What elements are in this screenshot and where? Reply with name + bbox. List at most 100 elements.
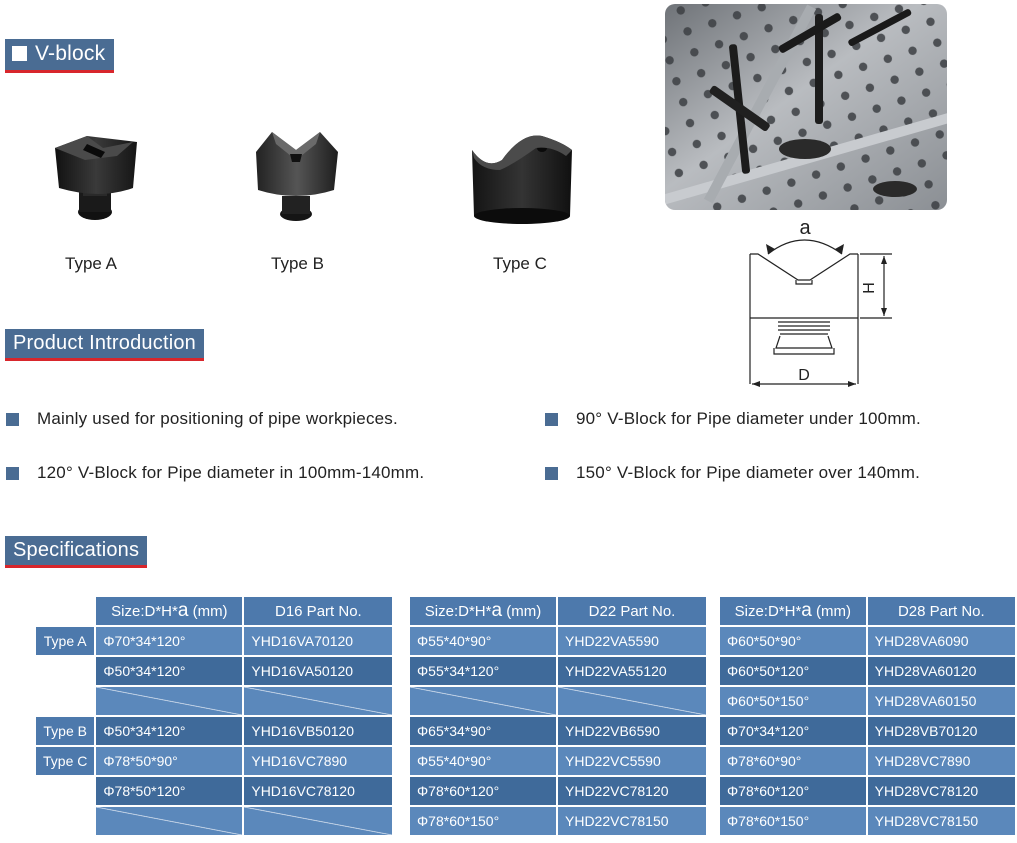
- part-no-cell: YHD28VC7890: [867, 747, 1015, 775]
- table-row: Φ65*34*90° YHD22VB6590: [410, 717, 706, 745]
- table-row: Φ78*60*90° YHD28VC7890: [720, 747, 1015, 775]
- part-no-cell: YHD28VC78150: [867, 807, 1015, 835]
- size-column-header: Size:D*H*a (mm): [96, 597, 243, 625]
- spec-table-d22: Size:D*H*a (mm) D22 Part No. Φ55*40*90° …: [408, 595, 708, 837]
- part-no-cell: YHD28VA60150: [867, 687, 1015, 715]
- table-row: Φ78*50*120° YHD16VC78120: [36, 777, 393, 805]
- vblock-dimension-diagram: a H D: [749, 217, 892, 387]
- row-label-blank: [36, 657, 94, 685]
- part-no-cell: YHD22VA55120: [558, 657, 706, 685]
- size-cell: Φ78*50*90°: [96, 747, 243, 775]
- table-row: Φ60*50*150° YHD28VA60150: [720, 687, 1015, 715]
- empty-cell: [244, 687, 393, 715]
- table-row: Φ70*34*120° YHD28VB70120: [720, 717, 1015, 745]
- size-cell: Φ60*50*120°: [720, 657, 866, 685]
- table-row: Φ78*60*150° YHD28VC78150: [720, 807, 1015, 835]
- intro-point-3: 120° V-Block for Pipe diameter in 100mm-…: [6, 463, 424, 483]
- empty-cell: [558, 687, 706, 715]
- size-cell: Φ78*60*150°: [720, 807, 866, 835]
- empty-cell: [410, 687, 556, 715]
- part-no-cell: YHD16VC7890: [244, 747, 393, 775]
- row-label-blank: [36, 777, 94, 805]
- size-cell: Φ50*34*120°: [96, 717, 243, 745]
- size-cell: Φ55*34*120°: [410, 657, 556, 685]
- intro-point-4: 150° V-Block for Pipe diameter over 140m…: [545, 463, 920, 483]
- bullet-square-icon: [6, 412, 19, 426]
- size-cell: Φ78*60*120°: [410, 777, 556, 805]
- vblock-type-a-image: [55, 136, 137, 220]
- size-column-header: Size:D*H*a (mm): [720, 597, 866, 625]
- size-column-header: Size:D*H*a (mm): [410, 597, 556, 625]
- vblock-type-b-image: [256, 132, 338, 221]
- size-cell: Φ78*60*120°: [720, 777, 866, 805]
- part-no-cell: YHD22VC78120: [558, 777, 706, 805]
- table-row: Φ78*60*120° YHD28VC78120: [720, 777, 1015, 805]
- table-header-row: Size:D*H*a (mm) D16 Part No.: [36, 597, 393, 625]
- spec-table-d16: Size:D*H*a (mm) D16 Part No. Type A Φ70*…: [34, 595, 394, 837]
- size-cell: Φ78*50*120°: [96, 777, 243, 805]
- part-no-cell: YHD16VA70120: [244, 627, 393, 655]
- size-cell: Φ55*40*90°: [410, 627, 556, 655]
- diameter-label: D: [798, 367, 810, 384]
- part-no-cell: YHD22VC5590: [558, 747, 706, 775]
- part-no-cell: YHD16VB50120: [244, 717, 393, 745]
- table-row: Φ55*34*120° YHD22VA55120: [410, 657, 706, 685]
- part-no-cell: YHD16VC78120: [244, 777, 393, 805]
- table-row: Φ55*40*90° YHD22VA5590: [410, 627, 706, 655]
- bullet-square-icon: [6, 466, 19, 480]
- size-cell: Φ60*50*150°: [720, 687, 866, 715]
- row-label-type-b: Type B: [36, 717, 95, 745]
- row-label-blank: [36, 807, 94, 835]
- part-no-cell: YHD22VC78150: [558, 807, 706, 835]
- size-cell: Φ78*60*90°: [720, 747, 866, 775]
- square-icon: [12, 46, 27, 61]
- fixture-table-photo: [665, 4, 947, 210]
- intro-point-2: 90° V-Block for Pipe diameter under 100m…: [545, 409, 921, 429]
- section-title-product-introduction: Product Introduction: [5, 329, 204, 361]
- part-column-header: D16 Part No.: [244, 597, 393, 625]
- table-row: Φ60*50*90° YHD28VA6090: [720, 627, 1015, 655]
- size-cell: Φ50*34*120°: [96, 657, 243, 685]
- table-row: Φ55*40*90° YHD22VC5590: [410, 747, 706, 775]
- table-row: [36, 807, 393, 835]
- bullet-square-icon: [545, 466, 558, 480]
- section-title-specifications: Specifications: [5, 536, 148, 568]
- angle-label: a: [799, 217, 811, 239]
- size-cell: Φ78*60*150°: [410, 807, 556, 835]
- part-no-cell: YHD28VA6090: [867, 627, 1015, 655]
- part-column-header: D28 Part No.: [867, 597, 1015, 625]
- size-cell: Φ70*34*120°: [96, 627, 243, 655]
- type-b-caption: Type B: [271, 254, 324, 273]
- part-no-cell: YHD22VA5590: [558, 627, 706, 655]
- type-a-caption: Type A: [65, 254, 117, 273]
- size-cell: Φ60*50*90°: [720, 627, 866, 655]
- vblock-type-c-image: [472, 135, 572, 224]
- part-no-cell: YHD22VB6590: [558, 717, 706, 745]
- table-row: Type C Φ78*50*90° YHD16VC7890: [36, 747, 393, 775]
- part-no-cell: YHD28VB70120: [867, 717, 1015, 745]
- table-row: Φ50*34*120° YHD16VA50120: [36, 657, 393, 685]
- table-row: Φ78*60*120° YHD22VC78120: [410, 777, 706, 805]
- row-label-type-a: Type A: [36, 627, 95, 655]
- size-cell: Φ55*40*90°: [410, 747, 556, 775]
- table-header-row: Size:D*H*a (mm) D22 Part No.: [410, 597, 706, 625]
- empty-cell: [244, 807, 393, 835]
- table-row: Type B Φ50*34*120° YHD16VB50120: [36, 717, 393, 745]
- spec-table-d28: Size:D*H*a (mm) D28 Part No. Φ60*50*90° …: [718, 595, 1017, 837]
- type-c-caption: Type C: [493, 254, 547, 273]
- section-title-vblock: V-block: [5, 39, 115, 74]
- bullet-square-icon: [545, 412, 558, 426]
- part-column-header: D22 Part No.: [558, 597, 706, 625]
- size-cell: Φ65*34*90°: [410, 717, 556, 745]
- height-label: H: [861, 282, 878, 294]
- part-no-cell: YHD16VA50120: [244, 657, 393, 685]
- table-row: Type A Φ70*34*120° YHD16VA70120: [36, 627, 393, 655]
- table-row: Φ60*50*120° YHD28VA60120: [720, 657, 1015, 685]
- empty-cell: [96, 687, 243, 715]
- table-row: [410, 687, 706, 715]
- row-label-type-c: Type C: [36, 747, 95, 775]
- intro-point-1: Mainly used for positioning of pipe work…: [6, 409, 398, 429]
- part-no-cell: YHD28VC78120: [867, 777, 1015, 805]
- section-title-vblock-text: V-block: [35, 42, 106, 65]
- part-no-cell: YHD28VA60120: [867, 657, 1015, 685]
